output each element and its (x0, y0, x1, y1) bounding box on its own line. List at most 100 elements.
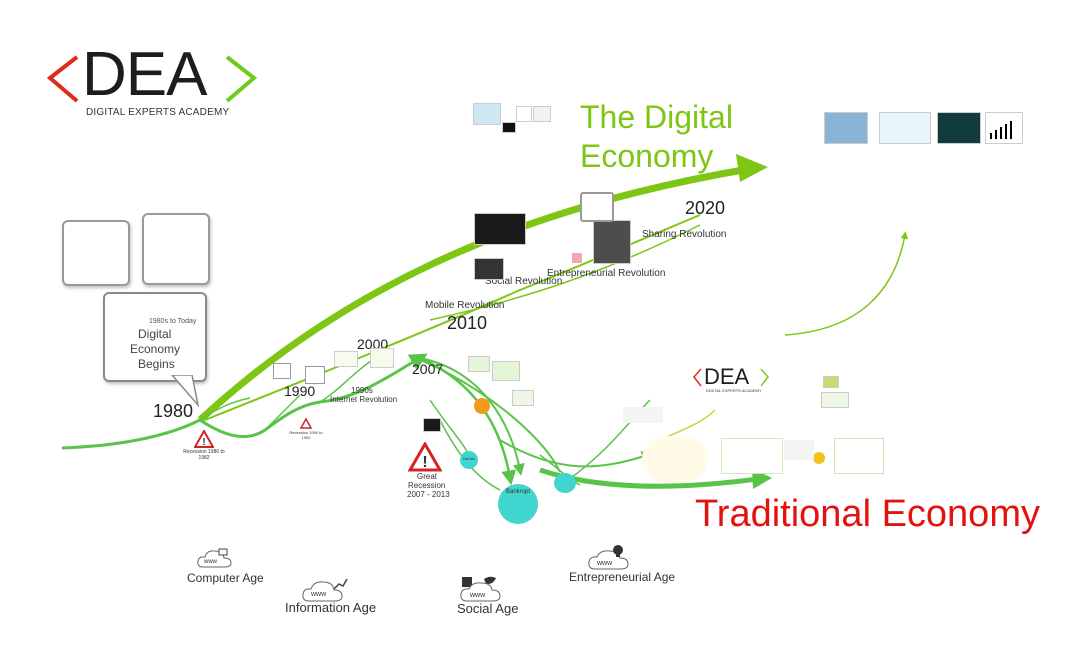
thumb-1990-b (305, 366, 325, 384)
thumb-2007-b (492, 361, 520, 381)
thumb-right-3 (937, 112, 981, 144)
information-cloud-icon (302, 578, 348, 602)
revolution-thin-arrow-2 (429, 224, 701, 321)
information-cloud-text: www (311, 591, 327, 598)
logo-small-tagline: DIGITAL EXPERTS ACADEMY (706, 388, 762, 393)
floating-green-arrow (784, 231, 909, 336)
traditional-arrow (61, 353, 428, 450)
branch-1980-a (199, 397, 251, 421)
main-bubble-title-1: Digital (138, 327, 172, 341)
thumb-2000-a (334, 351, 358, 367)
svg-text:!: ! (422, 454, 427, 471)
thumb-right-1 (824, 112, 868, 144)
thumb-stairs-1 (623, 407, 663, 423)
note-bubble-1 (62, 220, 130, 286)
thumb-right-4 (985, 112, 1023, 144)
thumb-top-3 (533, 106, 551, 122)
information-age-label: Information Age (285, 600, 377, 615)
great-recession-line1: Great (417, 472, 438, 481)
digital-economy-heading-line1: The Digital (580, 99, 733, 135)
cloud-information: www (302, 577, 348, 603)
branch-2 (419, 357, 525, 476)
thumb-2010-phone (474, 258, 504, 280)
year-2007: 2007 (412, 361, 444, 377)
thumb-right-2 (879, 112, 931, 144)
node-orange (474, 398, 490, 414)
node-bankrupt: Bankrupt (498, 484, 538, 524)
year-2010: 2010 (447, 313, 488, 333)
thumb-2010-black (474, 213, 526, 245)
year-2020: 2020 (685, 198, 726, 218)
recession-1980-label: Recession 1980 to 1982 (183, 449, 225, 461)
internet-revolution-label-1: 1990s (351, 386, 373, 395)
node-small-teal (554, 473, 576, 493)
branch-3 (419, 359, 561, 473)
mobile-revolution-label: Mobile Revolution (425, 300, 505, 311)
warning-icon-1990 (300, 418, 312, 429)
entrepreneurial-cloud-text: www (597, 560, 613, 567)
dea-logo-small: DEA DIGITAL EXPERTS ACADEMY (692, 364, 772, 396)
node-yellow (813, 452, 825, 464)
internet-revolution-label-2: Internet Revolution (330, 395, 398, 404)
branch-8 (567, 399, 651, 481)
thumb-bubble-2020 (580, 192, 614, 222)
svg-text:!: ! (202, 437, 205, 448)
branch-6 (499, 439, 654, 468)
thumb-top-1 (473, 103, 501, 125)
node-dental: Dental (460, 451, 478, 469)
digital-economy-arrow (197, 164, 756, 423)
note-bubble-2 (142, 213, 210, 285)
thumb-top-4 (502, 122, 516, 133)
social-revolution-label: Social Revolution (485, 276, 563, 287)
entrepreneurial-age-label: Entrepreneurial Age (569, 570, 676, 584)
thumb-pink (572, 253, 582, 263)
digital-economy-arrowhead (736, 154, 768, 182)
cloud-computer: www (197, 547, 233, 569)
warning-icon-1980: ! (194, 430, 214, 448)
thumb-entrepreneur-cover (593, 220, 631, 264)
logo-text: DEA (82, 40, 207, 109)
logo-small-brackets (693, 368, 769, 387)
thumb-mindmap (642, 436, 708, 482)
thumb-1990-a (273, 363, 291, 379)
traditional-economy-heading: Traditional Economy (695, 493, 1040, 535)
cloud-social: www (460, 575, 502, 603)
thumb-2007-c (512, 390, 534, 406)
great-recession-line3: 2007 - 2013 (407, 490, 450, 499)
year-1990: 1990 (284, 383, 316, 399)
dea-logo: DEA DIGITAL EXPERTS ACADEMY (44, 40, 259, 120)
great-recession-line2: Recession (408, 481, 446, 490)
thumb-stairs-2 (784, 440, 814, 460)
main-bubble-overlay: 1980s to Today (149, 318, 197, 325)
thumb-right-green-2 (821, 392, 849, 408)
logo-tagline: DIGITAL EXPERTS ACADEMY (86, 107, 230, 118)
dental-label: Dental (463, 456, 475, 461)
thumb-top-2 (516, 106, 532, 122)
recession-1990-label: Recession 1990 to 1992 (289, 430, 323, 440)
computer-age-label: Computer Age (187, 571, 264, 585)
computer-cloud-icon (197, 548, 232, 568)
digital-economy-heading-line2: Economy (580, 138, 714, 174)
revolution-thin-arrow (204, 214, 701, 421)
logo-small-text: DEA (704, 364, 750, 389)
warning-icon-great-recession: ! (408, 442, 442, 472)
social-cloud-icon (460, 576, 501, 602)
main-bubble-title-3: Begins (138, 357, 175, 371)
sharing-revolution-label: Sharing Revolution (642, 229, 727, 240)
thumb-2007-a (468, 356, 490, 372)
entrepreneurial-revolution-label: Entrepreneurial Revolution (547, 268, 666, 279)
social-cloud-text: www (470, 592, 486, 599)
computer-cloud-text: www (204, 559, 217, 565)
main-bubble-tail (171, 375, 200, 408)
main-bubble: 1980s to Today Digital Economy Begins (103, 292, 207, 382)
main-bubble-title-2: Economy (130, 342, 181, 356)
year-1980: 1980 (153, 401, 194, 421)
branch-1990-a (264, 394, 301, 431)
logo-brackets (46, 55, 258, 103)
cloud-entrepreneurial: www (588, 543, 632, 571)
thumb-2000-b (370, 348, 394, 368)
entrepreneurial-cloud-icon (588, 545, 629, 570)
thumb-right-green-1 (823, 376, 839, 388)
thumb-frame-2 (834, 438, 884, 474)
social-age-label: Social Age (457, 601, 519, 616)
